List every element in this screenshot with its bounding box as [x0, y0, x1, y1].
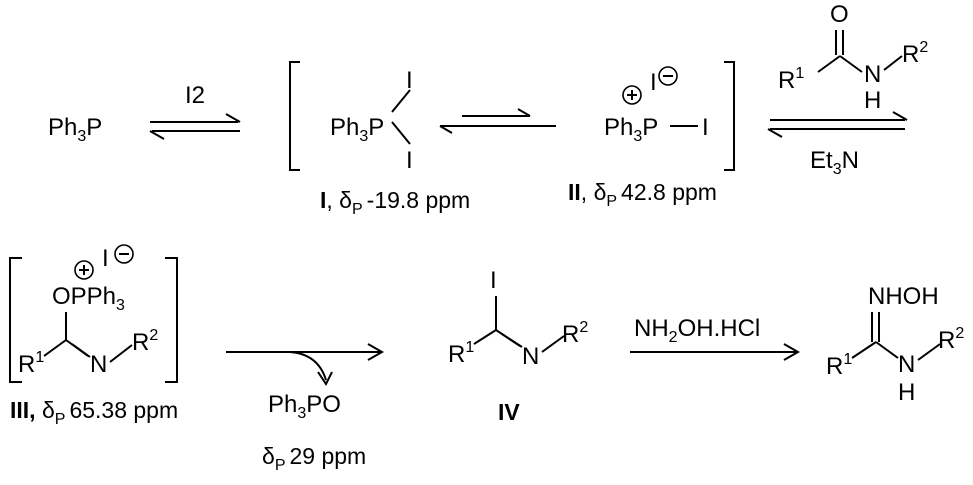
- equilibrium-arrow-3: [767, 111, 908, 138]
- svg-text:I: I: [102, 245, 109, 272]
- bracket-right-2: [165, 257, 178, 383]
- svg-text:R1: R1: [778, 65, 804, 94]
- byproduct-ph3po: Ph3PO: [268, 391, 341, 422]
- svg-text:R2: R2: [938, 325, 964, 354]
- svg-text:I: I: [702, 114, 709, 141]
- reagent-nh2oh-hcl: NH2OH.HCl: [634, 315, 760, 346]
- svg-text:R2: R2: [562, 319, 588, 348]
- svg-text:NHOH: NHOH: [868, 283, 939, 310]
- svg-text:N: N: [864, 61, 881, 88]
- svg-text:I: I: [650, 69, 657, 96]
- species-II: I Ph3P I: [604, 66, 709, 145]
- ph3p-reactant: Ph3P: [48, 114, 102, 145]
- amide-reagent: O R1 N R2 H: [778, 1, 928, 114]
- product-amidoxime: NHOH R1 N R2 H: [826, 283, 964, 406]
- bracket-left-1: [289, 61, 300, 171]
- svg-text:O: O: [830, 1, 849, 28]
- reagent-i2: I2: [185, 82, 205, 109]
- svg-text:Ph3P: Ph3P: [330, 114, 384, 145]
- label-I: I, δP-19.8 ppm: [320, 187, 470, 218]
- reaction-arrow-5: [630, 343, 801, 361]
- species-III: I OPPh3 R1 N R2: [18, 244, 158, 378]
- svg-text:R1: R1: [826, 351, 852, 380]
- svg-text:I: I: [406, 67, 413, 94]
- svg-text:H: H: [864, 87, 881, 114]
- svg-text:Ph3P: Ph3P: [604, 114, 658, 145]
- label-IV: IV: [498, 399, 520, 425]
- svg-text:N: N: [522, 343, 539, 370]
- svg-text:N: N: [90, 351, 107, 378]
- equilibrium-arrow-1: [149, 113, 241, 140]
- svg-text:R2: R2: [132, 327, 158, 356]
- svg-text:I: I: [490, 267, 497, 294]
- species-IV: I R1 N R2: [448, 267, 588, 370]
- reaction-arrow-4: [226, 343, 385, 386]
- svg-text:I: I: [406, 147, 413, 174]
- equilibrium-arrow-2: [439, 108, 556, 134]
- bracket-left-2: [9, 257, 22, 383]
- species-I: Ph3P I I: [330, 67, 413, 174]
- svg-text:R2: R2: [902, 39, 928, 68]
- svg-text:N: N: [898, 351, 915, 378]
- reagent-et3n: Et3N: [810, 147, 859, 178]
- svg-text:H: H: [898, 379, 915, 406]
- svg-text:R1: R1: [18, 349, 44, 378]
- bracket-right-1: [724, 61, 735, 171]
- svg-text:R1: R1: [448, 339, 474, 368]
- svg-text:OPPh3: OPPh3: [52, 283, 125, 314]
